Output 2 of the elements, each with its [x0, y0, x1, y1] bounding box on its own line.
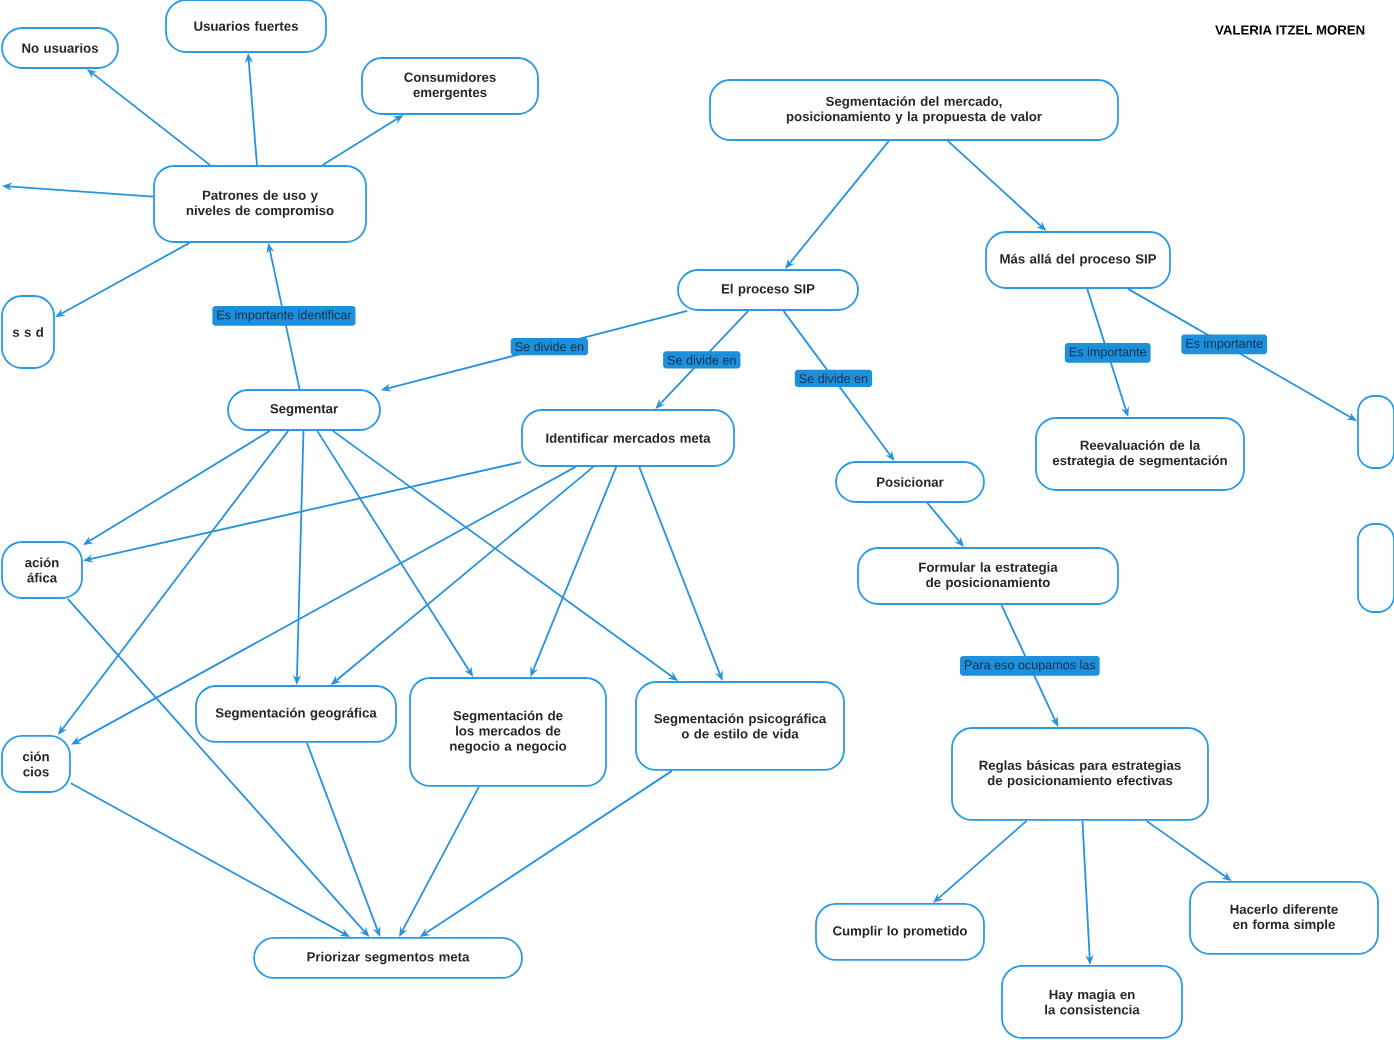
- empty-box: [1357, 395, 1394, 469]
- empty-box: [1357, 523, 1394, 613]
